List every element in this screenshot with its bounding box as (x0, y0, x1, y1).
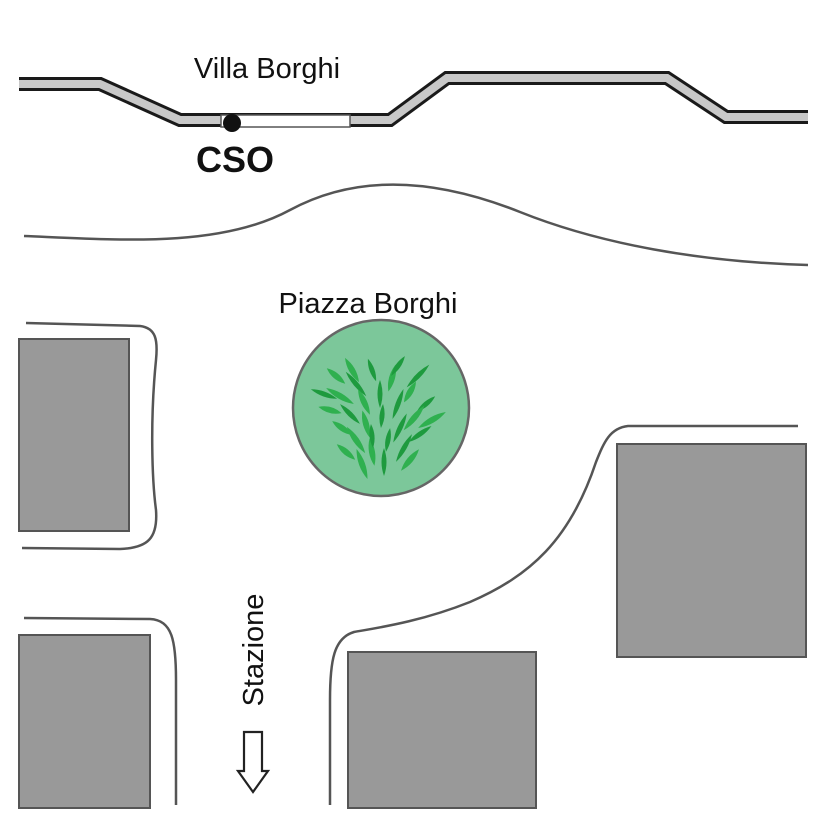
tree-leaf (403, 405, 425, 431)
piazza-borghi-label: Piazza Borghi (279, 288, 458, 320)
tree-leaf (368, 438, 376, 466)
tree-leaf (336, 444, 356, 460)
tree-leaf (356, 448, 368, 480)
buildings (18, 338, 807, 809)
tree-leaf (392, 388, 404, 420)
tree-leaf (408, 425, 432, 443)
tree-leaf (377, 380, 383, 408)
tree-leaf (393, 413, 407, 443)
tree-leaf (406, 364, 430, 388)
tree-foliage-icon (310, 356, 446, 480)
railway (19, 71, 808, 128)
tree-leaf (367, 358, 377, 382)
tree-leaf (340, 404, 360, 424)
road-edge-right-block (328, 424, 798, 805)
tree-leaf (326, 388, 354, 404)
tree-leaf (385, 428, 391, 452)
road-edge-upper (23, 183, 809, 267)
tree-leaf (369, 424, 375, 448)
railway-track-fill (19, 74, 808, 124)
tree-leaf (345, 371, 367, 397)
tree-leaf (345, 357, 359, 383)
building-left-upper (18, 338, 130, 532)
building-bottom-center (347, 651, 537, 809)
tree-leaf (358, 389, 370, 415)
roundabout (291, 318, 471, 498)
tree-leaf (318, 406, 342, 414)
tree-leaf (418, 412, 446, 428)
tree-leaf (379, 404, 385, 428)
tree-leaf (401, 449, 419, 471)
building-left-lower (18, 634, 151, 809)
tree-leaf (396, 434, 412, 462)
road-edges (21, 183, 809, 805)
building-right (616, 443, 807, 658)
tree-leaf (362, 410, 370, 438)
tree-leaf (381, 448, 387, 476)
railway-platform (220, 114, 351, 128)
tree-leaf (391, 356, 405, 376)
road-edge-left-upper-block (21, 321, 158, 551)
tree-leaf (310, 389, 338, 399)
tree-leaf (346, 426, 366, 454)
roundabout-island (291, 318, 471, 498)
tree-leaf (326, 368, 346, 384)
tree-leaf (404, 381, 416, 403)
road-edge-left-lower-block (23, 616, 178, 805)
cso-label: CSO (196, 139, 274, 180)
arrow-down-icon (235, 730, 271, 794)
villa-borghi-label: Villa Borghi (194, 53, 340, 85)
stazione-label: Stazione (238, 594, 270, 707)
tree-leaf (332, 421, 352, 435)
cso-marker-icon (223, 114, 241, 132)
